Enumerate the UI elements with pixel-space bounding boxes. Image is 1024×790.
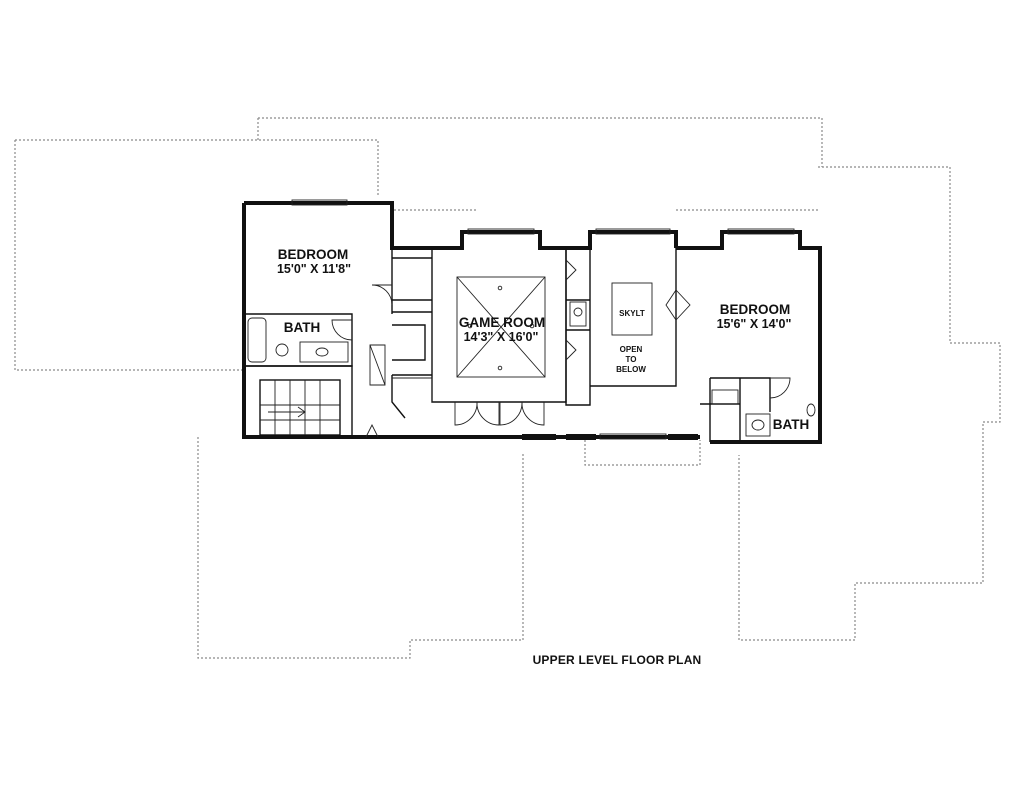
bedroom-right-name: BEDROOM [719,302,791,317]
bath-left-name: BATH [283,320,321,335]
window-bedroom-right [727,228,795,235]
appliance-1-knob [573,307,583,317]
wall-open-below [590,248,677,387]
light-2 [497,365,503,371]
bedroom-right-door [665,289,691,321]
wall-right-bath [700,377,771,442]
toilet-left [275,343,289,357]
stair-box [259,379,341,436]
roof-outline-inner [257,118,818,211]
tray-diagonals [456,276,546,378]
wall-closets [391,248,432,376]
door-dark-left [522,434,556,440]
closet-door-stair [565,259,577,361]
wall-stair-hall [565,248,591,406]
light-1 [497,285,503,291]
door-dark-right [668,434,698,440]
bathtub-left [247,317,267,363]
porch-outline [584,440,701,466]
wall-hall-lower [391,375,406,419]
plan-title: UPPER LEVEL FLOOR PLAN [532,653,702,667]
window-game-room-top [467,228,535,235]
bedroom-left-dims: 15'0" X 11'8" [276,262,352,276]
game-room-door-3 [499,401,523,426]
roof-outline-left [14,139,379,371]
vanity-right [745,413,771,437]
light-3 [467,323,473,329]
stair-arrow [268,406,306,418]
game-room-ceiling [456,276,546,378]
wall-stair-area [244,365,353,437]
stair-treads [260,380,340,435]
sink-right [806,403,816,417]
closet-rod [369,344,386,386]
right-bath-door [769,377,791,399]
open-below-line2: TO [625,355,637,364]
door-dark-mid [566,434,596,440]
vanity-left [299,341,349,363]
game-room-dims: 14'3" X 16'0" [463,330,539,344]
fixtures [247,282,816,437]
bath-right-name: BATH [772,417,810,432]
roof-outline-group [14,117,1001,659]
roof-outline-right [738,166,1001,641]
game-room-name: GAME ROOM [458,315,546,330]
wall-right-bedroom [676,230,822,444]
window-bottom-center [599,433,667,440]
hall-door [365,423,379,438]
open-below-line3: BELOW [616,365,646,374]
window-open-below-top [595,228,671,235]
bedroom-right-dims: 15'6" X 14'0" [716,317,792,331]
tray-ceiling [456,276,546,378]
staircase [259,379,341,436]
light-4 [529,323,535,329]
window-bedroom-left [291,199,348,206]
door-swings [331,259,791,438]
bedroom-left-name: BEDROOM [277,247,349,262]
bath-left-door [331,319,353,341]
wall-left-side [242,203,522,439]
roof-outline-bottom-left [197,437,524,659]
game-room-door-left [454,401,478,426]
appliance-1 [569,301,587,327]
skylight-frame [611,282,653,336]
toilet-right [751,419,765,431]
skylight-label: SKYLT [619,309,645,318]
shower-right [711,389,739,405]
sink-left [315,347,329,357]
open-below-line1: OPEN [619,345,643,354]
hall-closet [392,377,433,402]
bedroom-left-door [371,284,393,306]
wall-game-room-top [432,230,678,250]
windows [291,199,795,440]
roof-outline-top [258,117,823,167]
game-room-door-2 [476,401,500,426]
game-room-door-4 [521,401,545,426]
wall-left-bedroom [244,201,432,250]
